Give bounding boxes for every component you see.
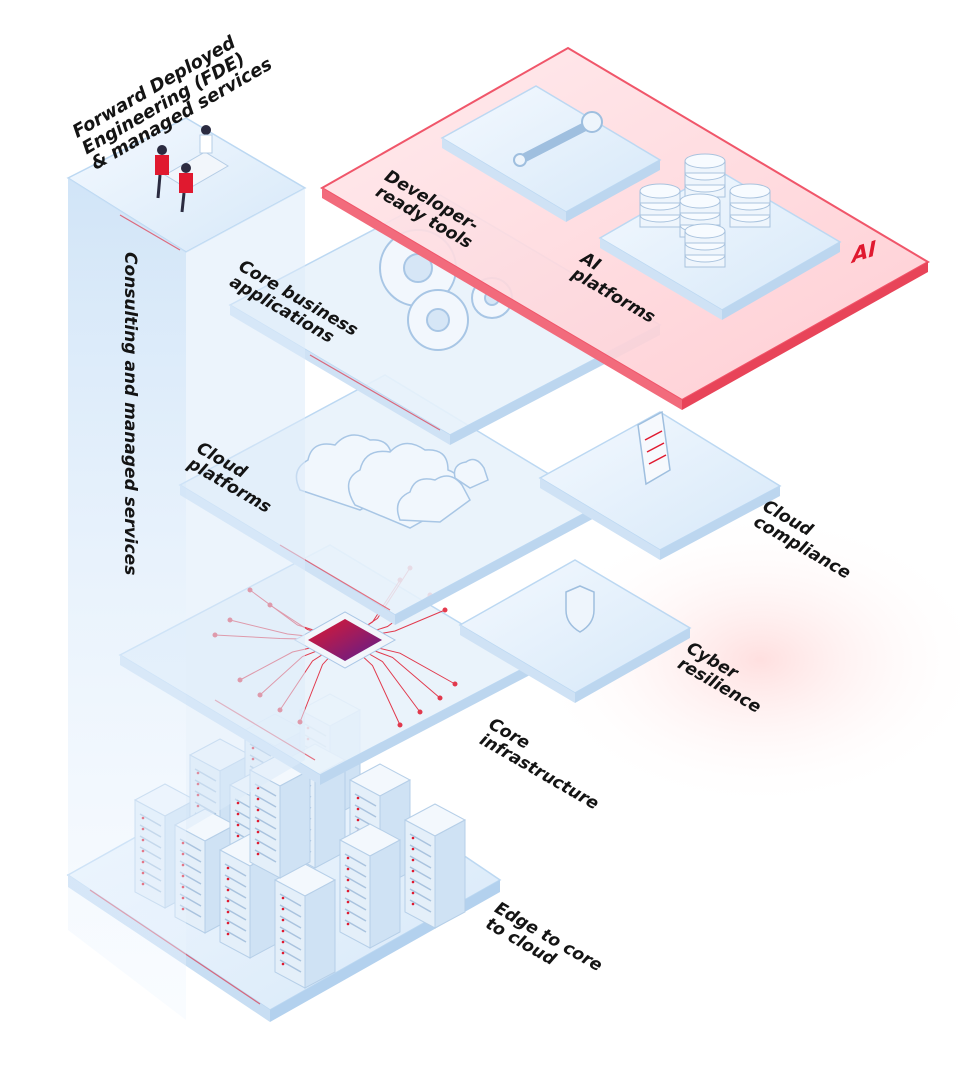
server-rack-icon bbox=[403, 803, 467, 929]
circuit-node bbox=[452, 681, 458, 687]
circuit-node bbox=[417, 709, 423, 715]
cloud-compliance-panel bbox=[538, 410, 782, 560]
team-illustration bbox=[155, 125, 229, 213]
circuit-node bbox=[437, 695, 443, 701]
wrench-icon bbox=[513, 111, 603, 167]
background-glow bbox=[530, 510, 960, 810]
chip-icon bbox=[293, 611, 397, 669]
checklist-icon bbox=[637, 410, 671, 486]
ai-platforms-tile bbox=[598, 153, 842, 320]
shield-icon bbox=[565, 585, 595, 633]
server-rack-icon bbox=[338, 823, 402, 949]
consulting-column bbox=[66, 117, 307, 1020]
database-icon bbox=[639, 153, 771, 268]
cloud-icon bbox=[295, 434, 489, 529]
server-rack-icon bbox=[273, 863, 337, 989]
circuit-node bbox=[397, 722, 403, 728]
consulting-column-label: Consulting and managed services bbox=[120, 252, 140, 576]
developer-tools-tile bbox=[440, 85, 662, 222]
cyber-resilience-panel bbox=[458, 559, 692, 703]
circuit-node bbox=[442, 607, 448, 613]
